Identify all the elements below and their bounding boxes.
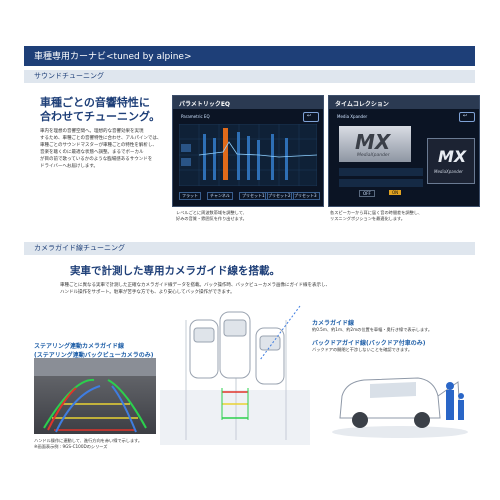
tc-on-button[interactable]: ON <box>389 190 402 195</box>
camera-body: 車種ごとに異なる実車で計測した正確なカメラガイド線データを搭載。バック操作時、バ… <box>60 282 330 296</box>
eq-panel-title: パラメトリックEQ <box>179 101 231 108</box>
camera-body-line: ハンドル操作をサポート。駐車が苦手な方でも、より安心してバック操作ができます。 <box>60 290 235 295</box>
return-arrow-icon: ↩ <box>307 113 312 119</box>
return-arrow-icon: ↩ <box>463 113 468 119</box>
sound-headline-line1: 車種ごとの音響特性に <box>40 96 150 109</box>
tc-caption: 各スピーカーから耳に届く音の時間差を調整し、 リスニングポジションを最適化します… <box>330 210 422 222</box>
page-title: 車種専用カーナビ<tuned by alpine> <box>34 52 192 62</box>
tab-channel[interactable]: チャンネル <box>207 192 233 200</box>
camera-section-bar: カメラガイド線チューニング <box>24 242 475 255</box>
mx-logo-large: MX MediaXpander <box>339 126 411 162</box>
sound-body-line: が目の前で歌っているかのような臨場感あるサウンドを <box>40 157 153 162</box>
tab-flat[interactable]: フラット <box>179 192 201 200</box>
tc-option-rows: OFF ON <box>339 168 423 198</box>
eq-panel-header: パラメトリックEQ <box>173 96 323 109</box>
tc-panel-title: タイムコレクション <box>335 101 389 108</box>
eq-screen-title: Parametric EQ <box>181 114 210 119</box>
tab-preset2[interactable]: プリセット2 <box>265 192 294 200</box>
guide-label-block: カメラガイド線 約0.5m、約1m、約2mの位置を車幅・奥行き線で表示します。 <box>312 318 432 333</box>
mx-small-logo-subtext: MediaXpander <box>434 169 463 174</box>
tc-panel-header: タイムコレクション <box>329 96 479 109</box>
sound-body-line: 音楽を聴くのに最適な状態へ調整。まるでボーカル <box>40 150 144 155</box>
sound-headline: 車種ごとの音響特性に 合わせてチューニング。 <box>40 96 160 124</box>
back-door-label: バックドアガイド線(バックドア付車のみ) <box>312 340 426 347</box>
sound-body-line: 車種ごとのサウンドマスターが車種ごとの特性を解析し、 <box>40 143 157 148</box>
back-door-label-block: バックドアガイド線(バックドア付車のみ) バックドアの開閉と干渉しないことを確認… <box>312 338 426 353</box>
camera-body-line: 車種ごとに異なる実車で計測した正確なカメラガイド線データを搭載。バック操作時、バ… <box>60 283 330 288</box>
guide-label: カメラガイド線 <box>312 320 355 327</box>
eq-panel: パラメトリックEQ Parametric EQ ↩ フラット チャンネル プリセ… <box>172 95 324 207</box>
camera-section-label: カメラガイド線チューニング <box>34 244 125 252</box>
sound-section-bar: サウンドチューニング <box>24 70 475 83</box>
inset-title-line1: ステアリング連動カメラガイド線 <box>34 343 125 350</box>
camera-headline: 実車で計測した専用カメラガイド線を搭載。 <box>70 265 280 277</box>
eq-caption: レベルごとに周波数帯域を調整して、 好みの音質・雰囲気を作り出せます。 <box>176 210 247 222</box>
eq-graph[interactable] <box>179 124 317 186</box>
inset-title-line2: (ステアリング連動バックビューカメラのみ) <box>34 352 154 359</box>
mx-small-logo-text: MX <box>438 147 467 166</box>
tc-back-button[interactable]: ↩ <box>459 112 475 122</box>
inset-title: ステアリング連動カメラガイド線 (ステアリング連動バックビューカメラのみ) <box>34 341 154 359</box>
back-door-desc: バックドアの開閉と干渉しないことを確認できます。 <box>312 347 413 352</box>
parking-diagram <box>160 305 310 445</box>
header-banner: 車種専用カーナビ<tuned by alpine> <box>24 46 475 66</box>
car-center <box>219 311 251 379</box>
inset-caption: ハンドル操作に連動して、進行方向を赤い線で示します。 ※画面表示例 : 9GS-… <box>34 438 142 450</box>
time-correction-panel: タイムコレクション Media Xpander ↩ MX MediaXpande… <box>328 95 480 207</box>
sound-section-label: サウンドチューニング <box>34 72 104 80</box>
rear-camera-view <box>34 358 156 434</box>
tc-off-button[interactable]: OFF <box>359 190 375 197</box>
back-button[interactable]: ↩ <box>303 112 319 122</box>
eq-tab-bar: フラット チャンネル プリセット1 プリセット2 プリセット3 <box>179 190 320 200</box>
mx-logo-text: MX <box>355 130 391 154</box>
inset-caption-line: ハンドル操作に連動して、進行方向を赤い線で示します。 <box>34 438 143 443</box>
guide-lines <box>221 388 249 420</box>
sound-body-line: 車内を理想の音響空間へ。理想的な音響効果を実現 <box>40 129 144 134</box>
family-figures <box>446 382 464 420</box>
sound-headline-line2: 合わせてチューニング。 <box>40 110 161 123</box>
tc-row <box>339 168 423 176</box>
mx-logo-subtext: MediaXpander <box>357 153 390 158</box>
van-illustration <box>332 377 468 438</box>
sound-body-line: ドライバーへお届けします。 <box>40 164 98 169</box>
tc-row <box>339 179 423 187</box>
tab-preset1[interactable]: プリセット1 <box>239 192 268 200</box>
mx-logo-small: MX MediaXpander <box>427 138 475 184</box>
sound-body-line: するため、車種ごとの音響特性に合わせ、アルパインでは、 <box>40 136 162 141</box>
car-right <box>255 327 285 385</box>
eq-caption-line: 好みの音質・雰囲気を作り出せます。 <box>176 216 247 221</box>
eq-caption-line: レベルごとに周波数帯域を調整して、 <box>176 210 247 215</box>
car-left <box>189 319 219 379</box>
sound-body: 車内を理想の音響空間へ。理想的な音響効果を実現 するため、車種ごとの音響特性に合… <box>40 128 161 170</box>
tc-caption-line: リスニングポジションを最適化します。 <box>330 216 405 221</box>
guide-desc: 約0.5m、約1m、約2mの位置を車幅・奥行き線で表示します。 <box>312 327 433 332</box>
tc-caption-line: 各スピーカーから耳に届く音の時間差を調整し、 <box>330 210 423 215</box>
tab-preset3[interactable]: プリセット3 <box>291 192 320 200</box>
tc-screen-title: Media Xpander <box>337 114 368 119</box>
inset-caption-line: ※画面表示例 : 9GS-C100Dのシリーズ <box>34 444 108 449</box>
